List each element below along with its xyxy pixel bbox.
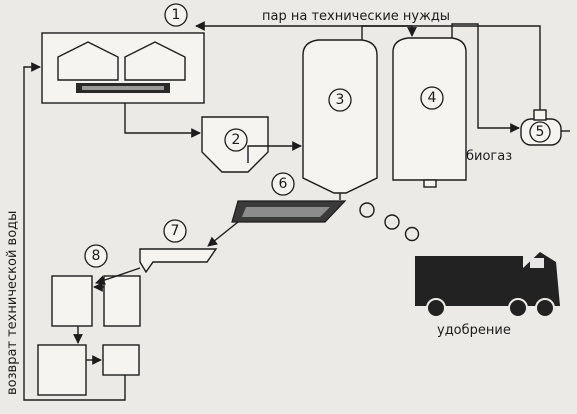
steam-label: пар на технические нужды xyxy=(262,9,450,24)
truck-cargo xyxy=(415,256,523,306)
bubble-icon xyxy=(404,226,420,242)
unit-7-body xyxy=(139,248,218,274)
marker-3-label: 3 xyxy=(336,92,345,108)
biogas-label: биогаз xyxy=(466,149,512,164)
unit-8-block-c xyxy=(37,344,87,396)
marker-8-circle xyxy=(84,244,108,268)
unit-1-roof-right xyxy=(124,41,186,81)
bubble-icons xyxy=(359,202,420,242)
marker-3-circle xyxy=(328,88,352,112)
arrow-icon xyxy=(361,25,417,40)
truck-wheel xyxy=(508,298,528,318)
unit-1-livestock-building xyxy=(41,32,205,104)
arrow-icon xyxy=(23,62,126,401)
marker-4-label: 4 xyxy=(428,90,437,106)
flow-arrows xyxy=(23,21,541,401)
marker-5-circle xyxy=(529,121,551,143)
unit-8-block-d xyxy=(102,344,140,376)
unit-6-texture xyxy=(242,207,330,217)
arrow-icon xyxy=(207,221,239,247)
unit-8-water-treatment xyxy=(37,275,141,396)
marker-2-circle xyxy=(224,128,248,152)
arrow-icon xyxy=(247,141,302,163)
unit-4-gas-holder xyxy=(392,37,467,188)
arrow-icon xyxy=(124,103,201,138)
truck-window xyxy=(530,258,544,268)
marker-1-label: 1 xyxy=(172,7,181,23)
unit-8-block-a xyxy=(51,275,93,327)
truck-icon xyxy=(415,252,560,318)
unit-7-chute xyxy=(139,248,218,274)
marker-2-label: 2 xyxy=(232,132,241,148)
unit-3-body xyxy=(302,39,378,194)
marker-6-circle xyxy=(271,172,295,196)
unit-5-nozzle xyxy=(533,109,547,121)
unit-6-separator xyxy=(231,200,347,223)
water-return-label: возврат технической воды xyxy=(5,211,20,395)
bubble-icon xyxy=(359,202,375,218)
unit-1-roof-left xyxy=(57,41,119,81)
bubble-icon xyxy=(384,214,400,230)
marker-8-label: 8 xyxy=(92,248,101,264)
arrow-icon xyxy=(451,23,520,133)
fertilizer-label: удобрение xyxy=(437,323,511,338)
arrow-icon xyxy=(95,267,141,285)
truck-wheel xyxy=(426,298,446,318)
marker-4-circle xyxy=(420,86,444,110)
marker-1-circle xyxy=(164,3,188,27)
unit-4-outlet xyxy=(423,179,437,188)
unit-8-block-b xyxy=(103,275,141,327)
marker-7-label: 7 xyxy=(171,223,180,239)
unit-3-digester xyxy=(302,39,378,194)
marker-5-label: 5 xyxy=(536,124,545,140)
marker-6-label: 6 xyxy=(279,176,288,192)
truck-wheel xyxy=(535,298,555,318)
unit-1-channel-fill xyxy=(82,86,164,90)
marker-7-circle xyxy=(163,219,187,243)
arrow-icon xyxy=(195,21,541,110)
